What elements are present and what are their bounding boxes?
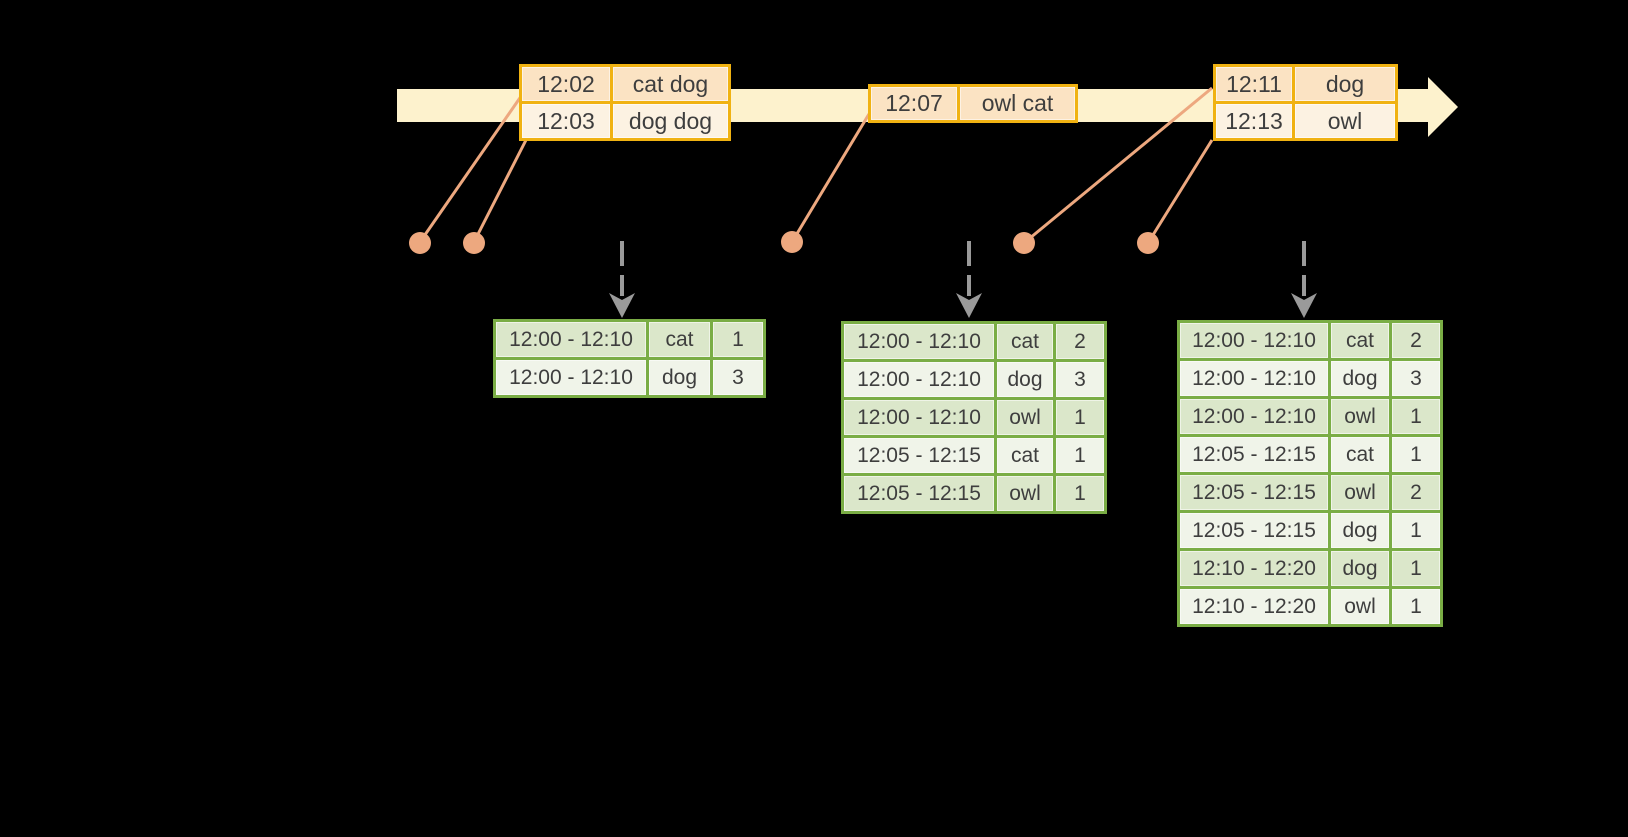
table-row: 12:00 - 12:10 owl 1 [844,400,1104,435]
table-row: 12:05 - 12:15 cat 1 [844,438,1104,473]
event-dot-icon [409,232,431,254]
table-row: 12:00 - 12:10 dog 3 [496,360,763,395]
event-dot-icon [463,232,485,254]
result-table-3: 12:00 - 12:10 cat 2 12:00 - 12:10 dog 3 … [1177,320,1443,627]
word-cell: owl [1331,589,1389,624]
result-table-1: 12:00 - 12:10 cat 1 12:00 - 12:10 dog 3 [493,319,766,398]
arrow-down-icon [956,293,982,318]
event-table-2: 12:07 owl cat [868,84,1078,123]
word-cell: dog [1331,513,1389,548]
table-row: 12:00 - 12:10 cat 2 [844,324,1104,359]
count-cell: 1 [1392,551,1440,586]
event-line [790,113,871,243]
event-dot-icon [1013,232,1035,254]
table-row: 12:07 owl cat [871,87,1075,120]
event-line [472,139,528,243]
count-cell: 2 [1392,475,1440,510]
count-cell: 1 [1392,513,1440,548]
word-cell: cat [649,322,710,357]
window-cell: 12:00 - 12:10 [496,360,646,395]
table-row: 12:11 dog [1216,67,1395,101]
window-cell: 12:05 - 12:15 [1180,437,1328,472]
trigger-arrows [620,241,1306,296]
event-lines [418,86,1214,245]
word-cell: cat [1331,323,1389,358]
event-words-cell: cat dog [613,67,728,101]
window-cell: 12:05 - 12:15 [1180,513,1328,548]
word-cell: owl [997,476,1053,511]
count-cell: 1 [1392,589,1440,624]
event-words-cell: owl cat [960,87,1075,120]
window-cell: 12:05 - 12:15 [844,438,994,473]
window-cell: 12:00 - 12:10 [844,400,994,435]
count-cell: 1 [1392,437,1440,472]
table-row: 12:05 - 12:15 owl 2 [1180,475,1440,510]
window-cell: 12:10 - 12:20 [1180,589,1328,624]
event-words-cell: owl [1295,104,1395,138]
event-time-cell: 12:11 [1216,67,1292,101]
word-cell: owl [997,400,1053,435]
count-cell: 1 [1056,438,1104,473]
window-cell: 12:00 - 12:10 [844,362,994,397]
event-time-cell: 12:07 [871,87,957,120]
event-words-cell: dog dog [613,104,728,138]
table-row: 12:02 cat dog [522,67,728,101]
event-dot-icon [1137,232,1159,254]
result-table-2: 12:00 - 12:10 cat 2 12:00 - 12:10 dog 3 … [841,321,1107,514]
event-dots [409,231,1159,254]
word-cell: dog [1331,551,1389,586]
table-row: 12:00 - 12:10 cat 1 [496,322,763,357]
arrow-down-icon [1291,293,1317,318]
event-table-3: 12:11 dog 12:13 owl [1213,64,1398,141]
count-cell: 1 [1056,476,1104,511]
count-cell: 2 [1392,323,1440,358]
window-cell: 12:00 - 12:10 [1180,399,1328,434]
timeline-arrowhead-icon [1428,77,1458,137]
event-table-1: 12:02 cat dog 12:03 dog dog [519,64,731,141]
word-cell: owl [1331,475,1389,510]
event-time-cell: 12:03 [522,104,610,138]
table-row: 12:00 - 12:10 owl 1 [1180,399,1440,434]
table-row: 12:10 - 12:20 owl 1 [1180,589,1440,624]
table-row: 12:05 - 12:15 dog 1 [1180,513,1440,548]
event-line [1023,86,1213,245]
word-cell: dog [997,362,1053,397]
count-cell: 3 [1056,362,1104,397]
table-row: 12:10 - 12:20 dog 1 [1180,551,1440,586]
table-row: 12:03 dog dog [522,104,728,138]
window-cell: 12:10 - 12:20 [1180,551,1328,586]
table-row: 12:00 - 12:10 dog 3 [1180,361,1440,396]
event-line [1146,139,1214,244]
word-cell: dog [1331,361,1389,396]
window-cell: 12:00 - 12:10 [496,322,646,357]
window-cell: 12:00 - 12:10 [1180,323,1328,358]
table-row: 12:00 - 12:10 dog 3 [844,362,1104,397]
window-cell: 12:05 - 12:15 [1180,475,1328,510]
count-cell: 1 [1056,400,1104,435]
count-cell: 1 [713,322,763,357]
event-words-cell: dog [1295,67,1395,101]
event-time-cell: 12:13 [1216,104,1292,138]
window-cell: 12:00 - 12:10 [1180,361,1328,396]
window-cell: 12:00 - 12:10 [844,324,994,359]
trigger-arrowheads [609,293,1317,318]
arrow-down-icon [609,293,635,318]
count-cell: 3 [713,360,763,395]
word-cell: dog [649,360,710,395]
word-cell: cat [997,438,1053,473]
table-row: 12:05 - 12:15 cat 1 [1180,437,1440,472]
count-cell: 2 [1056,324,1104,359]
event-line [418,91,526,243]
event-time-cell: 12:02 [522,67,610,101]
window-cell: 12:05 - 12:15 [844,476,994,511]
table-row: 12:05 - 12:15 owl 1 [844,476,1104,511]
table-row: 12:13 owl [1216,104,1395,138]
event-dot-icon [781,231,803,253]
count-cell: 3 [1392,361,1440,396]
word-cell: owl [1331,399,1389,434]
word-cell: cat [1331,437,1389,472]
table-row: 12:00 - 12:10 cat 2 [1180,323,1440,358]
count-cell: 1 [1392,399,1440,434]
word-cell: cat [997,324,1053,359]
